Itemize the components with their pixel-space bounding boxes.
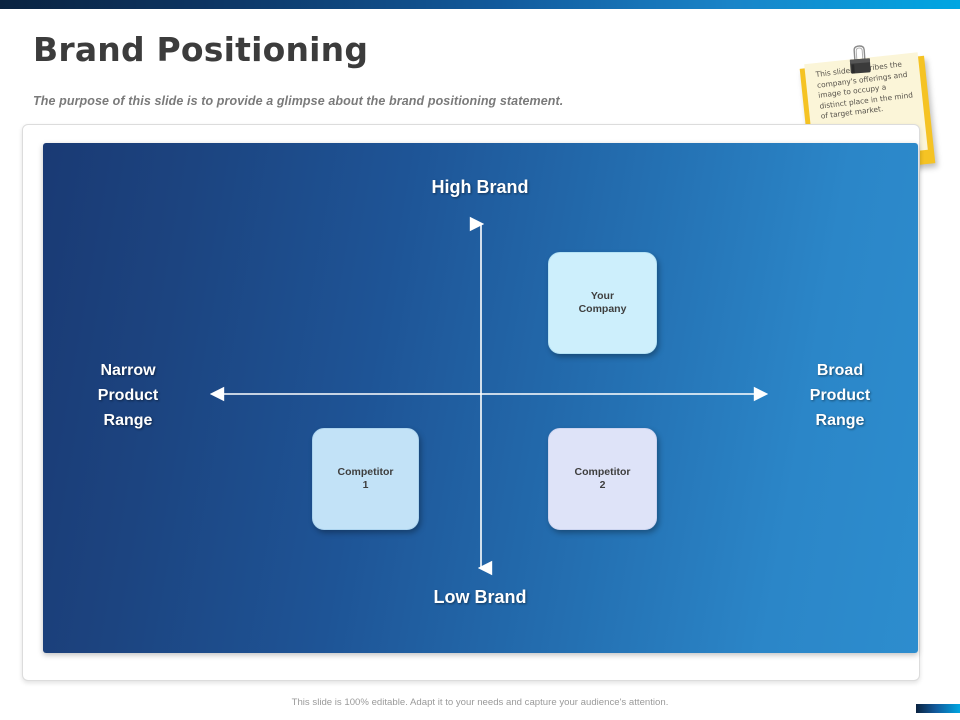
matrix-box-label: Your Company bbox=[579, 290, 627, 316]
top-accent-bar bbox=[0, 0, 960, 9]
binder-clip-icon bbox=[849, 45, 871, 74]
axis-label-line: Product bbox=[809, 387, 871, 404]
axis-label-line: Range bbox=[103, 412, 153, 429]
axis-label-low-brand: Low Brand bbox=[433, 587, 527, 607]
matrix-box-label-line: 2 bbox=[599, 479, 606, 491]
matrix-box-label: Competitor 2 bbox=[575, 466, 631, 492]
axis-label-line: Broad bbox=[816, 362, 864, 379]
page-subtitle: The purpose of this slide is to provide … bbox=[33, 94, 564, 108]
matrix-box-competitor-1[interactable]: Competitor 1 bbox=[312, 428, 419, 530]
matrix-box-your-company[interactable]: Your Company bbox=[548, 252, 657, 354]
page-title: Brand Positioning bbox=[33, 30, 369, 69]
sticky-note: This slide describes the company's offer… bbox=[799, 45, 940, 178]
matrix-box-competitor-2[interactable]: Competitor 2 bbox=[548, 428, 657, 530]
matrix-box-label-line: Your bbox=[590, 290, 615, 302]
axis-label-line: Product bbox=[97, 387, 159, 404]
matrix-box-label-line: Competitor bbox=[337, 466, 394, 478]
matrix-box-label-line: 1 bbox=[362, 479, 369, 491]
axis-label-high-brand: High Brand bbox=[431, 177, 529, 197]
matrix-box-label-line: Company bbox=[578, 303, 627, 315]
axis-label-line: Narrow bbox=[100, 362, 156, 379]
matrix-box-label-line: Competitor bbox=[574, 466, 631, 478]
axis-label-broad-product-range: Broad Product Range bbox=[770, 358, 910, 433]
footer-accent-bar bbox=[916, 704, 960, 713]
matrix-box-label: Competitor 1 bbox=[338, 466, 394, 492]
footer-note: This slide is 100% editable. Adapt it to… bbox=[291, 697, 669, 708]
axis-label-narrow-product-range: Narrow Product Range bbox=[58, 358, 198, 433]
axis-label-line: Range bbox=[815, 412, 865, 429]
